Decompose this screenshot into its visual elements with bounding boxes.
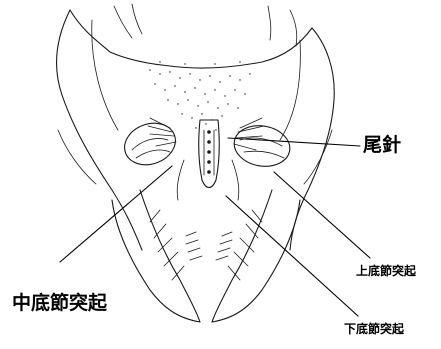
leader-upper-basal-process [274,172,370,258]
leader-lower-basal-process [226,196,358,316]
label-upper-basal-process: 上底節突起 [356,262,416,279]
left-pad [119,116,182,171]
label-middle-basal-process: 中底節突起 [12,288,107,315]
lower-hatching [186,232,232,260]
left-valve [112,190,200,322]
label-lower-basal-process: 下底節突起 [344,320,404,337]
body-outline [57,4,335,250]
leader-middle-basal-process [60,166,172,262]
leader-tail-needle [228,138,360,146]
label-tail-needle: 尾針 [363,130,401,157]
setae [148,118,264,200]
right-valve [212,190,300,322]
